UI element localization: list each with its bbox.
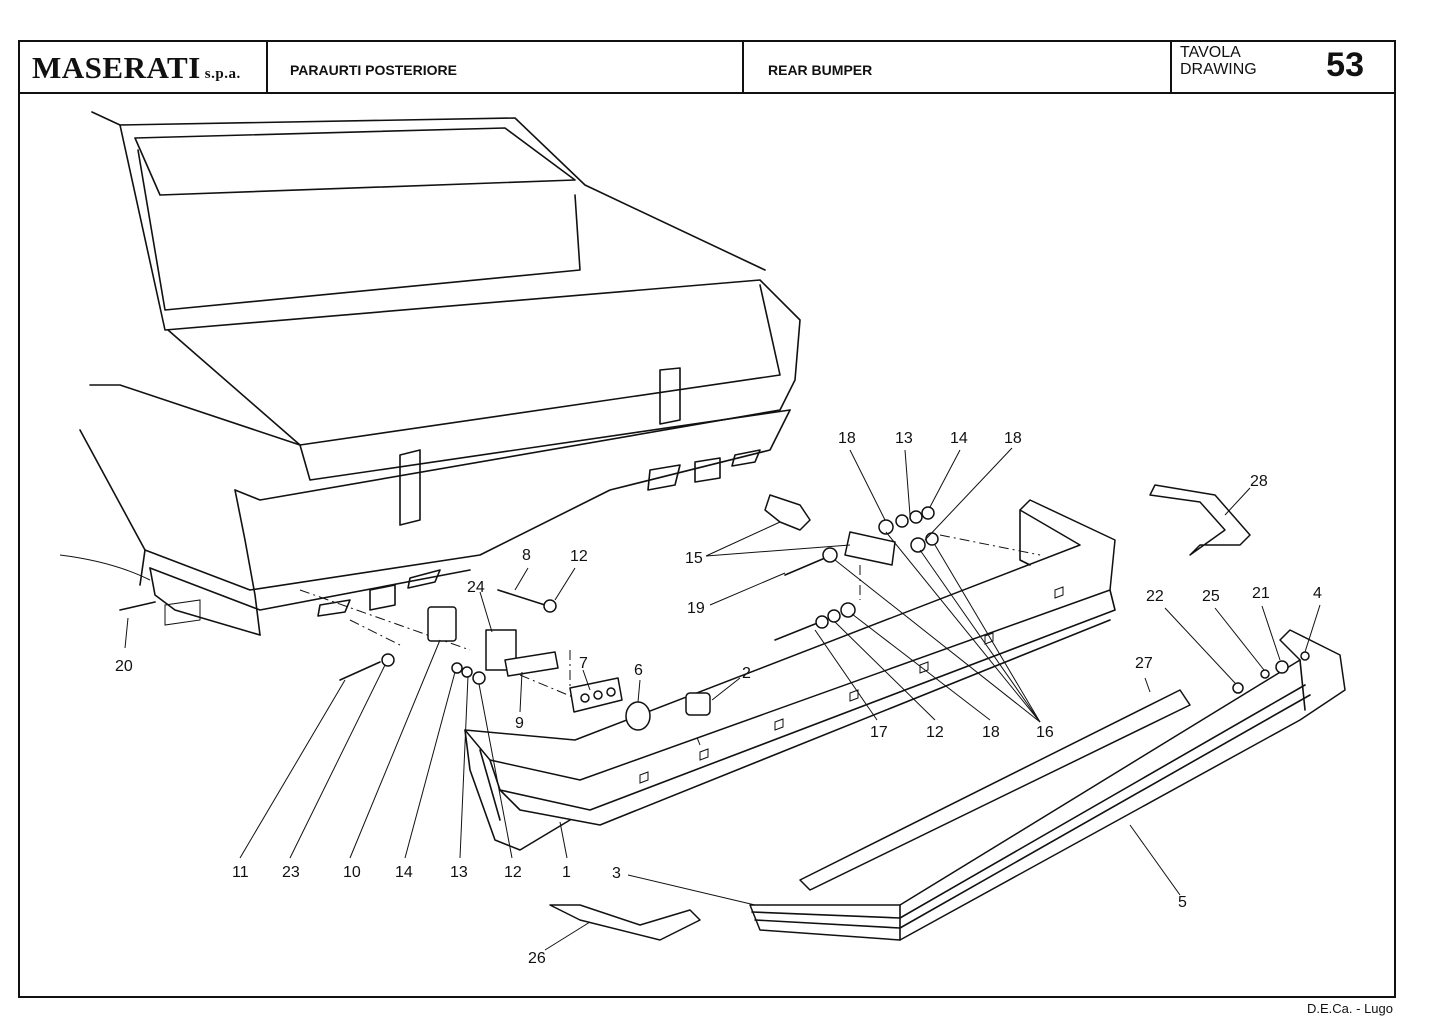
bolt-20	[119, 601, 156, 611]
washer-13b	[895, 514, 909, 528]
callout-8: 8	[522, 547, 531, 564]
bolt-19	[784, 557, 826, 576]
nut-18c	[840, 602, 856, 618]
title-english: REAR BUMPER	[768, 62, 873, 78]
callout-5: 5	[1178, 894, 1187, 911]
callout-labels: 11 23 10 14 13 12 1 3 26 5 27 28 22 25 2…	[115, 430, 1322, 967]
washer-19	[822, 547, 838, 563]
callout-25: 25	[1202, 588, 1220, 605]
callout-14a: 14	[395, 864, 413, 881]
tavola-label: TAVOLA	[1180, 44, 1241, 61]
washer-17	[815, 615, 829, 629]
brand-name: MASERATI	[32, 50, 201, 85]
washer-14	[451, 662, 463, 674]
washer-25	[1260, 669, 1270, 679]
drawing-number-cell: TAVOLA DRAWING 53	[1172, 40, 1394, 92]
brand-suffix: s.p.a.	[204, 66, 241, 82]
washer-14b	[909, 510, 923, 524]
callout-26: 26	[528, 950, 546, 967]
trim-piece-26	[549, 904, 701, 941]
callout-15: 15	[685, 550, 703, 567]
callout-11: 11	[232, 864, 249, 881]
plate-15	[844, 531, 896, 566]
rubber-block-10	[427, 606, 457, 642]
callout-6: 6	[634, 662, 643, 679]
trim-strip-27	[799, 689, 1191, 891]
trim-piece-28	[1149, 484, 1251, 556]
nut-18a	[878, 519, 894, 535]
callout-12b: 12	[570, 548, 588, 565]
credit-text: D.E.Ca. - Lugo	[1307, 1001, 1393, 1016]
nut-18b	[910, 537, 926, 553]
washer-12c	[827, 609, 841, 623]
spacer-6	[625, 701, 651, 731]
callout-7: 7	[579, 655, 588, 672]
washer-13	[461, 666, 473, 678]
plate-9	[504, 651, 559, 677]
callout-24: 24	[467, 579, 485, 596]
callout-13b: 13	[895, 430, 913, 447]
callout-23: 23	[282, 864, 300, 881]
callout-10: 10	[343, 864, 361, 881]
bolt-8	[497, 589, 546, 606]
callout-28: 28	[1250, 473, 1268, 490]
washer-12	[543, 599, 557, 613]
spacer-2	[685, 692, 711, 716]
english-title-cell: REAR BUMPER	[744, 40, 1172, 92]
drawing-number: 53	[1326, 46, 1364, 84]
bolt-11	[339, 661, 381, 681]
leader-lines	[124, 447, 1321, 951]
bumper-main	[464, 499, 1116, 851]
washer-23	[381, 653, 395, 667]
callout-4: 4	[1313, 585, 1322, 602]
rubber-strip	[749, 629, 1346, 941]
washer-12b	[472, 671, 486, 685]
callout-27: 27	[1135, 655, 1153, 672]
callout-13a: 13	[450, 864, 468, 881]
bolt-4	[1300, 651, 1310, 661]
title-italian: PARAURTI POSTERIORE	[290, 62, 457, 78]
callout-12a: 12	[504, 864, 522, 881]
callout-18b: 18	[1004, 430, 1022, 447]
bracket-15	[764, 494, 811, 531]
callout-20: 20	[115, 658, 133, 675]
callout-14b: 14	[950, 430, 968, 447]
callout-21: 21	[1252, 585, 1270, 602]
callout-2: 2	[742, 665, 751, 682]
washer-14c	[921, 506, 935, 520]
drawing-word: DRAWING	[1180, 61, 1257, 78]
callout-12c: 12	[926, 724, 944, 741]
callout-22: 22	[1146, 588, 1164, 605]
callout-17: 17	[870, 724, 888, 741]
callout-18c: 18	[982, 724, 1000, 741]
drawing-frame	[18, 40, 1396, 998]
callout-18a: 18	[838, 430, 856, 447]
callout-9: 9	[515, 715, 524, 732]
bolt-17	[774, 623, 816, 641]
callout-1: 1	[562, 864, 571, 881]
hardware-parts	[119, 494, 1310, 731]
callout-16: 16	[1036, 724, 1054, 741]
callout-3: 3	[612, 865, 621, 882]
callout-19: 19	[687, 600, 705, 617]
washer-21	[1275, 660, 1289, 674]
car-body-outline	[59, 111, 801, 636]
italian-title-cell: PARAURTI POSTERIORE	[268, 40, 744, 92]
drawing-label: TAVOLA DRAWING	[1180, 44, 1257, 78]
nut-22	[1232, 682, 1244, 694]
